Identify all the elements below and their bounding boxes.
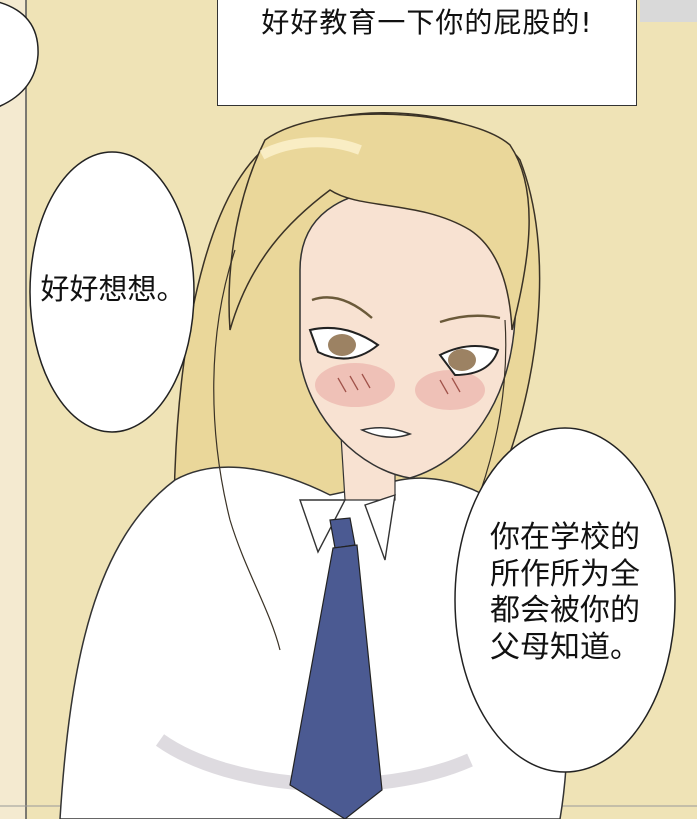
speech-bubble-right-text: 你在学校的 所作所为全 都会被你的 父母知道。 [470, 520, 660, 666]
hair-shine [259, 137, 362, 160]
partial-speech-bubble [0, 1, 39, 107]
caption-text: 好好教育一下你的屁股的! [261, 6, 593, 39]
iris-left [328, 334, 356, 356]
speech-line: 父母知道。 [490, 629, 640, 665]
speech-bubble-left [29, 151, 195, 433]
hair-front [228, 113, 530, 331]
tie-knot [329, 517, 356, 549]
speech-line: 所作所为全 [490, 556, 640, 592]
speech-line: 你在学校的 [490, 520, 640, 555]
mouth [359, 427, 413, 438]
blush-lines [337, 373, 461, 395]
door-frame [0, 0, 26, 819]
hair-strand-left [213, 249, 281, 651]
collar-right [364, 493, 396, 561]
tie [289, 544, 383, 819]
top-right-fixture [640, 0, 697, 22]
speech-bubble-right [454, 427, 676, 773]
caption-box: 好好教育一下你的屁股的! [217, 0, 637, 106]
blush-right [415, 370, 485, 410]
iris-right [448, 349, 476, 371]
speech-bubble-left-text: 好好想想。 [40, 272, 186, 306]
eyebrow-right [439, 314, 501, 324]
eyebrow-left [311, 296, 373, 319]
speech-line: 都会被你的 [490, 593, 640, 629]
